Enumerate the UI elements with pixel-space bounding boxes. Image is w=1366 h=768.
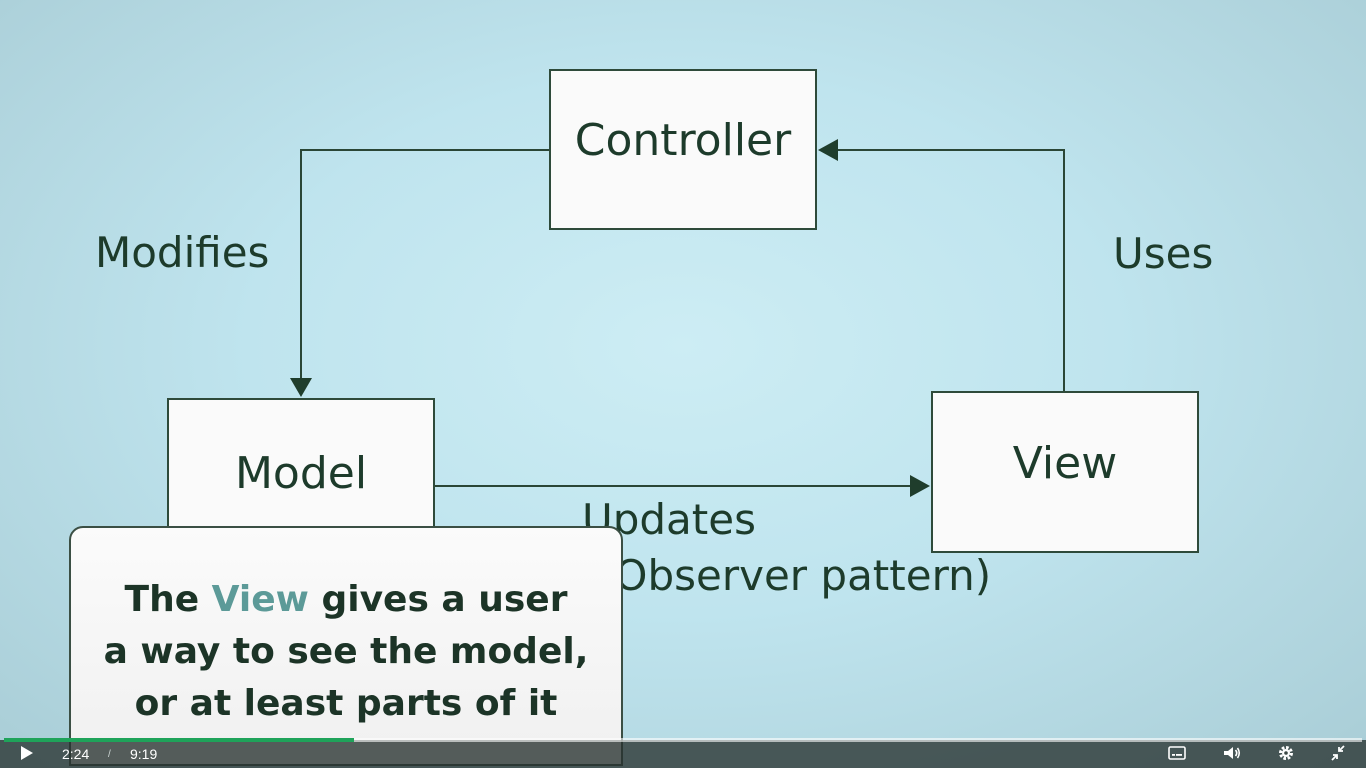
observer-pattern-label: (Observer pattern)	[598, 551, 992, 600]
modifies-label: Modifies	[95, 228, 270, 277]
play-icon	[21, 746, 33, 760]
uses-arrow-line	[836, 149, 1065, 391]
play-button[interactable]	[17, 744, 37, 762]
settings-icon	[1279, 746, 1293, 760]
exit-fullscreen-button[interactable]	[1328, 744, 1348, 762]
progress-bar[interactable]	[4, 738, 1362, 742]
caption-line-1-after: gives a user	[308, 579, 568, 620]
progress-fill	[4, 738, 355, 742]
caption-line-2: a way to see the model,	[103, 631, 589, 672]
total-time: 9:19	[130, 746, 158, 762]
uses-label: Uses	[1113, 229, 1214, 278]
time-separator: /	[108, 749, 111, 760]
captions-button[interactable]	[1167, 744, 1187, 762]
player-controls-bar	[0, 740, 1366, 768]
controller-label: Controller	[574, 115, 792, 166]
uses-arrowhead	[818, 139, 838, 161]
caption-card: The View gives a user a way to see the m…	[69, 526, 623, 766]
view-box: View	[931, 391, 1199, 553]
updates-arrowhead	[910, 475, 930, 497]
caption-line-1-before: The	[124, 579, 212, 620]
current-time: 2:24	[62, 746, 90, 762]
modifies-arrow-line	[300, 149, 549, 380]
model-label: Model	[234, 448, 368, 499]
caption-line-3: or at least parts of it	[134, 683, 558, 724]
volume-button[interactable]	[1222, 744, 1242, 762]
caption-highlight-view: View	[211, 579, 309, 620]
volume-icon	[1224, 747, 1241, 759]
view-label: View	[1012, 437, 1118, 489]
controller-box: Controller	[549, 69, 817, 230]
caption-line-1: The View gives a user	[125, 574, 568, 626]
settings-button[interactable]	[1276, 744, 1296, 762]
exit-fullscreen-icon	[1331, 745, 1345, 761]
captions-icon	[1168, 746, 1186, 760]
modifies-arrowhead	[290, 378, 312, 397]
